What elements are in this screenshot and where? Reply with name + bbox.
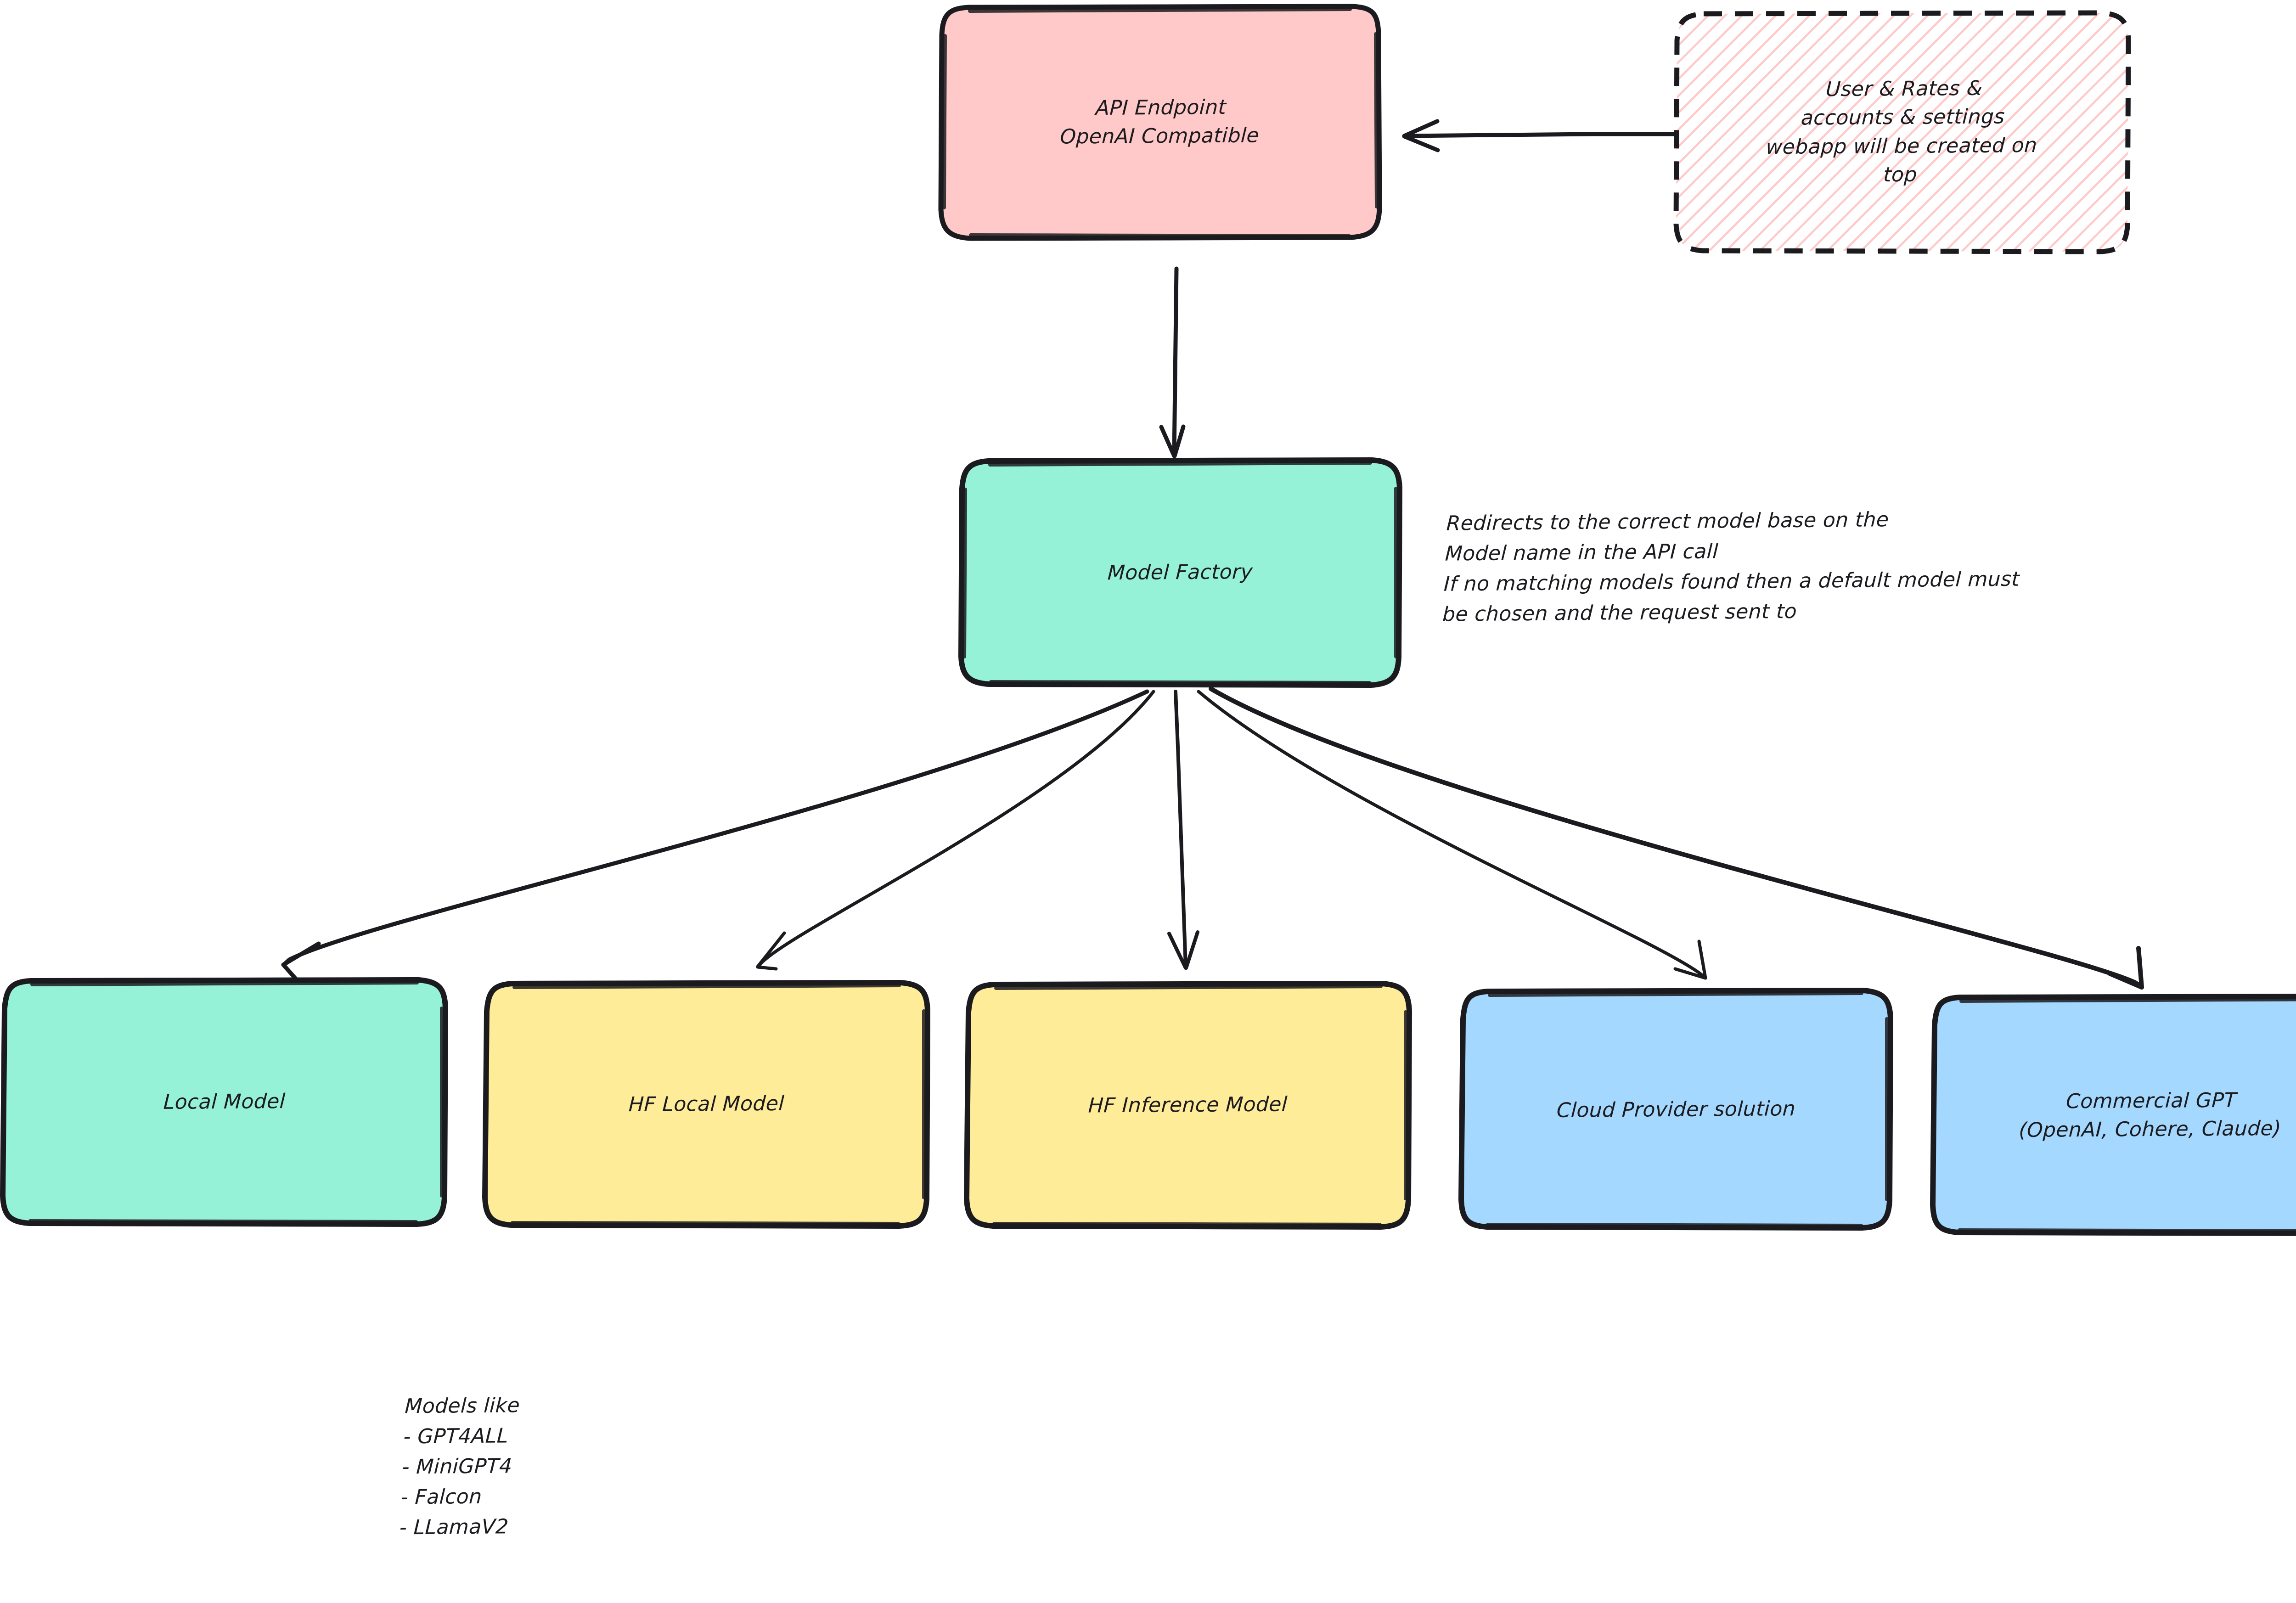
- edge-factory-to-commercial: [1209, 686, 2144, 990]
- node-label-cloud-provider: Cloud Provider solution: [1556, 1097, 1796, 1122]
- node-commercial-gpt[interactable]: Commercial GPT (OpenAI, Cohere, Claude): [1933, 996, 2296, 1234]
- shape-hf-local-model[interactable]: [482, 980, 930, 1229]
- edge-factory-to-cloud: [1197, 690, 1707, 980]
- node-hf-inference-model[interactable]: HF Inference Model: [967, 984, 1409, 1227]
- node-label-note-webapp: User & Rates & accounts & settings webap…: [1765, 76, 2038, 187]
- annotation-factory-description: Redirects to the correct model base on t…: [1442, 508, 2020, 626]
- edge-factory-to-hf-inference: [1167, 690, 1199, 970]
- node-label-model-factory: Model Factory: [1107, 560, 1254, 585]
- node-api-endpoint[interactable]: API Endpoint OpenAI Compatible: [941, 6, 1379, 238]
- node-hf-local-model[interactable]: HF Local Model: [485, 983, 927, 1226]
- node-model-factory[interactable]: Model Factory: [961, 460, 1400, 685]
- edge-api-to-factory: [1159, 266, 1186, 458]
- shape-model-factory[interactable]: [958, 457, 1402, 688]
- edge-factory-to-hf-local: [756, 690, 1155, 971]
- shape-api-endpoint[interactable]: [938, 4, 1382, 241]
- node-note-webapp[interactable]: User & Rates & accounts & settings webap…: [1676, 13, 2128, 252]
- shape-commercial-gpt[interactable]: [1930, 994, 2296, 1236]
- node-label-hf-inference-model: HF Inference Model: [1088, 1092, 1288, 1118]
- shape-local-model[interactable]: [0, 977, 448, 1227]
- shape-note-webapp[interactable]: [1673, 10, 2131, 254]
- node-label-api-endpoint: API Endpoint OpenAI Compatible: [1059, 96, 1260, 149]
- annotation-models-like: Models like - GPT4ALL - MiniGPT4 - Falco…: [399, 1394, 521, 1540]
- node-label-local-model: Local Model: [163, 1089, 286, 1114]
- shape-hf-inference-model[interactable]: [964, 981, 1412, 1230]
- node-local-model[interactable]: Local Model: [4, 980, 445, 1224]
- edge-note-to-api: [1402, 119, 1676, 152]
- node-label-commercial-gpt: Commercial GPT (OpenAI, Cohere, Claude): [2018, 1088, 2282, 1142]
- node-cloud-provider[interactable]: Cloud Provider solution: [1461, 990, 1891, 1229]
- node-label-hf-local-model: HF Local Model: [628, 1091, 785, 1116]
- shape-cloud-provider[interactable]: [1458, 988, 1893, 1231]
